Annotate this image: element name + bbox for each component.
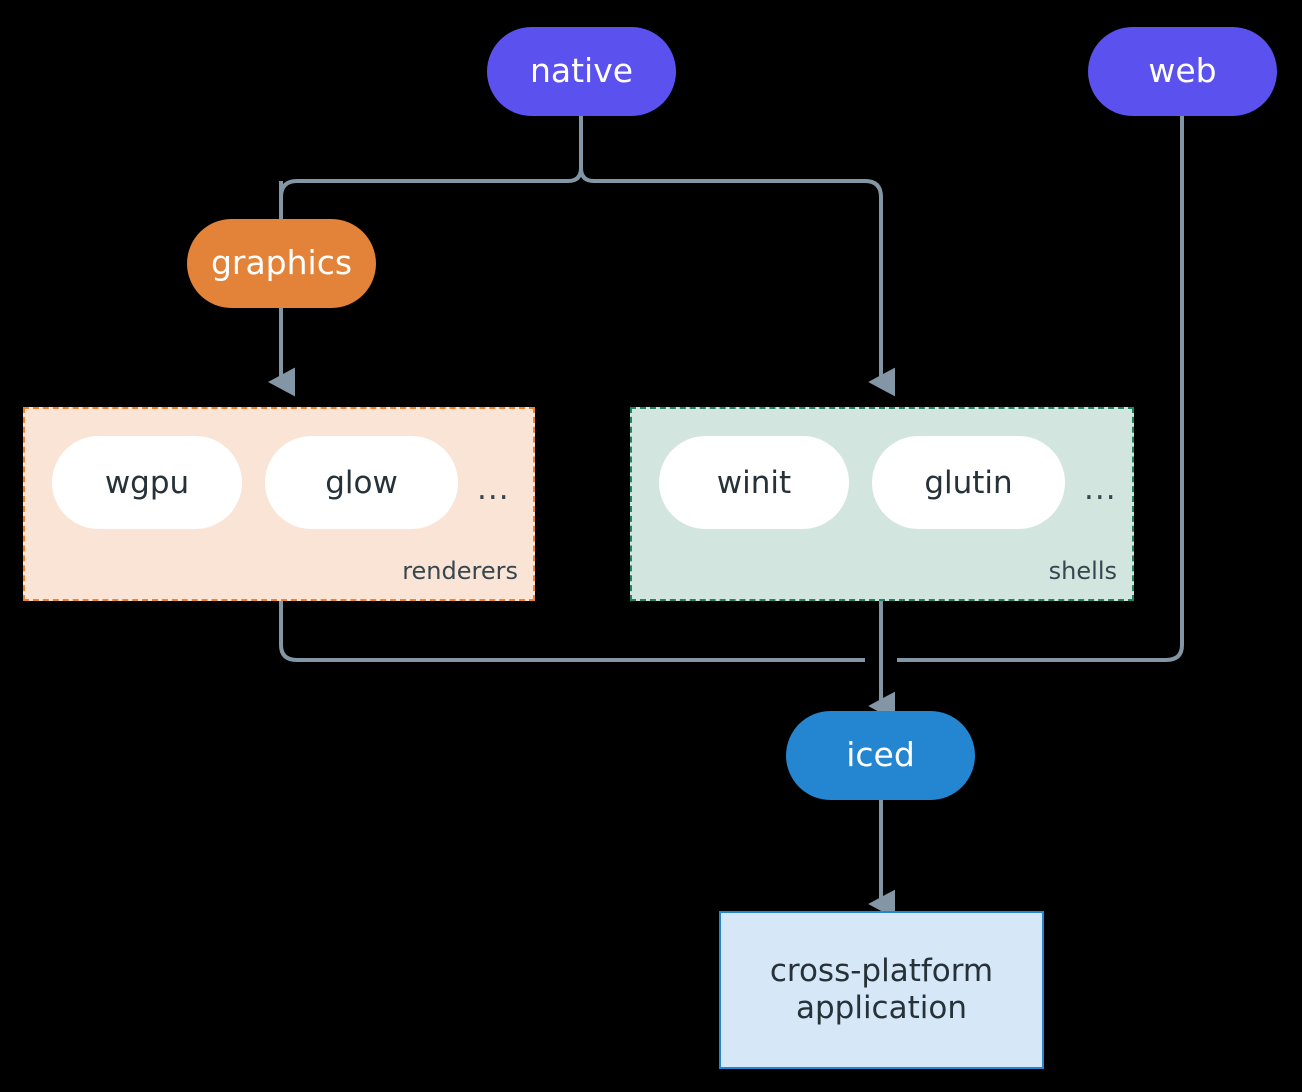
leaf-winit[interactable]: winit bbox=[659, 436, 849, 529]
leaf-glow[interactable]: glow bbox=[265, 436, 458, 529]
node-application[interactable]: cross-platform application bbox=[719, 911, 1044, 1069]
node-native-label: native bbox=[529, 51, 634, 91]
leaf-winit-label: winit bbox=[716, 464, 792, 501]
node-graphics-label: graphics bbox=[210, 243, 353, 283]
shells-overflow-ellipsis: ... bbox=[1084, 471, 1117, 507]
leaf-wgpu[interactable]: wgpu bbox=[52, 436, 242, 529]
node-native[interactable]: native bbox=[487, 27, 676, 116]
edge-renderers-iced bbox=[279, 601, 865, 662]
leaf-glutin-label: glutin bbox=[924, 464, 1013, 501]
node-web-label: web bbox=[1148, 51, 1217, 91]
group-shells-label: shells bbox=[1048, 557, 1117, 585]
leaf-glow-label: glow bbox=[325, 464, 398, 501]
node-iced-label: iced bbox=[846, 735, 915, 775]
group-renderers: wgpu glow ... renderers bbox=[23, 407, 535, 601]
group-renderers-label: renderers bbox=[402, 557, 518, 585]
node-iced[interactable]: iced bbox=[786, 711, 975, 800]
node-graphics[interactable]: graphics bbox=[187, 219, 376, 308]
node-web[interactable]: web bbox=[1088, 27, 1277, 116]
group-shells: winit glutin ... shells bbox=[630, 407, 1134, 601]
leaf-glutin[interactable]: glutin bbox=[872, 436, 1065, 529]
node-application-label: cross-platform application bbox=[769, 953, 994, 1026]
leaf-wgpu-label: wgpu bbox=[104, 464, 190, 501]
renderers-overflow-ellipsis: ... bbox=[477, 471, 510, 507]
